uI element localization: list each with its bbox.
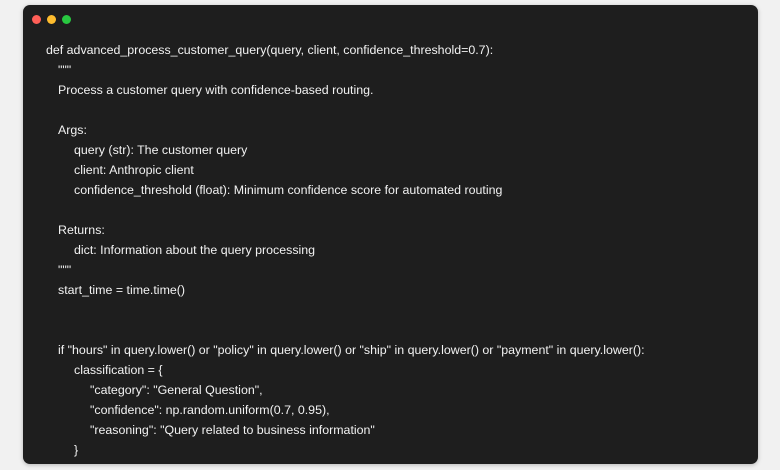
code-line: Process a customer query with confidence…	[58, 83, 374, 97]
window-titlebar	[23, 5, 758, 33]
code-line: start_time = time.time()	[58, 283, 186, 297]
code-window: def advanced_process_customer_query(quer…	[23, 5, 758, 464]
code-line: """	[58, 63, 72, 77]
code-line: if "hours" in query.lower() or "policy" …	[58, 343, 645, 357]
code-line: Args:	[58, 123, 87, 137]
code-line: Returns:	[58, 223, 105, 237]
minimize-window-icon[interactable]	[47, 15, 56, 24]
code-line: "category": "General Question",	[90, 383, 263, 397]
code-line: }	[74, 443, 79, 457]
code-line: "reasoning": "Query related to business …	[90, 423, 375, 437]
code-line: classification = {	[74, 363, 163, 377]
close-window-icon[interactable]	[32, 15, 41, 24]
code-line: dict: Information about the query proces…	[74, 243, 316, 257]
code-line: def advanced_process_customer_query(quer…	[46, 43, 494, 57]
code-line: """	[58, 263, 72, 277]
code-line: "confidence": np.random.uniform(0.7, 0.9…	[90, 403, 330, 417]
code-line: client: Anthropic client	[74, 163, 194, 177]
code-line: confidence_threshold (float): Minimum co…	[74, 183, 503, 197]
maximize-window-icon[interactable]	[62, 15, 71, 24]
code-line: query (str): The customer query	[74, 143, 248, 157]
